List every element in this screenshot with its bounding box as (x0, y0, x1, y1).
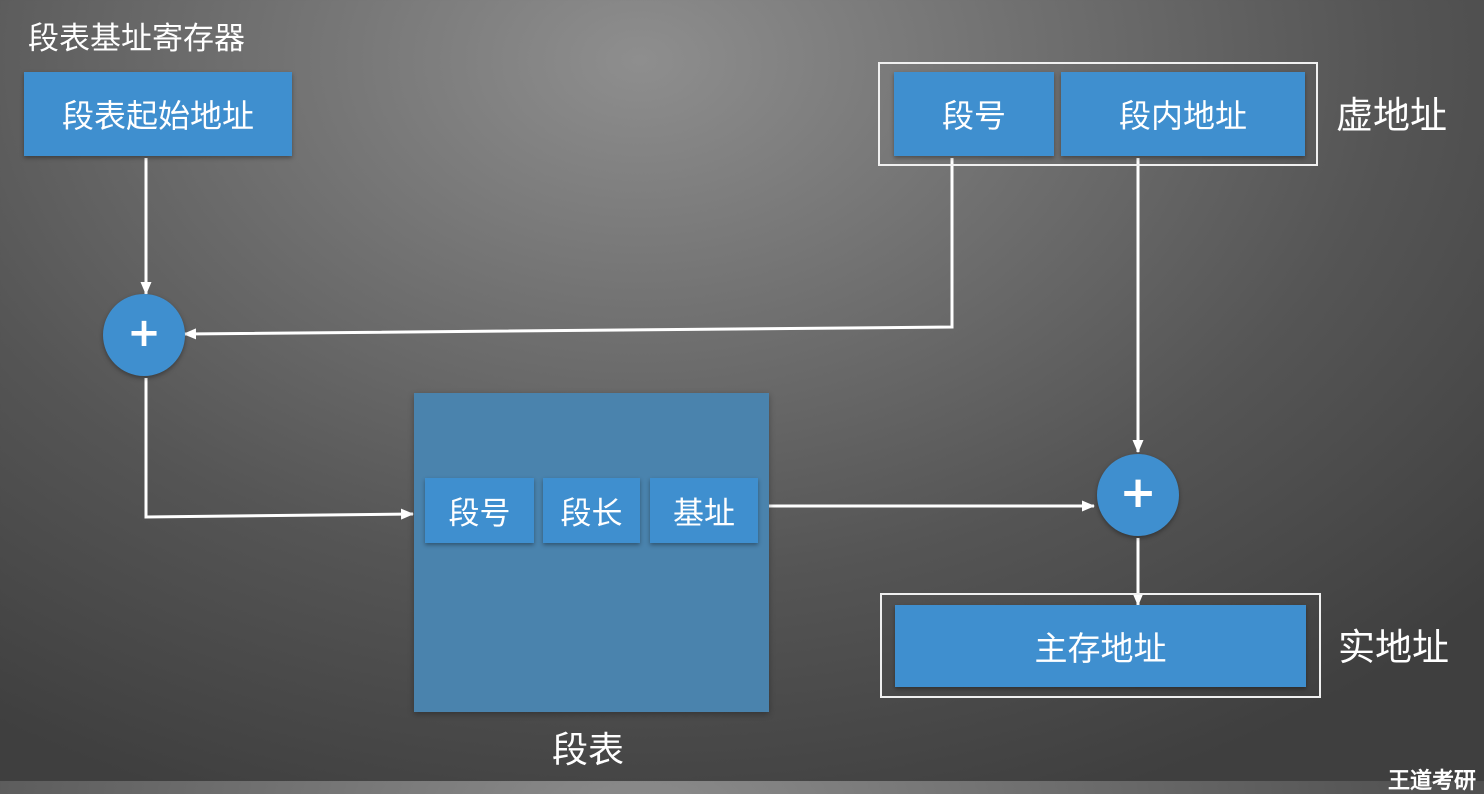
adder-left: + (103, 294, 185, 376)
register-title: 段表基址寄存器 (28, 21, 245, 57)
table-segment-number: 段号 (448, 496, 511, 532)
arrow-adder-to-table (144, 378, 414, 520)
virtual-address-frame (878, 62, 1318, 166)
register-value-box: 段表起始地址 (24, 72, 292, 156)
virtual-offset: 段内地址 (1118, 97, 1247, 135)
plus-icon: + (1119, 467, 1157, 518)
table-segment-length: 段长 (560, 496, 623, 532)
table-base-address: 基址 (673, 496, 735, 532)
virtual-segment-number: 段号 (941, 97, 1006, 135)
physical-address-box: 主存地址 (895, 605, 1306, 687)
watermark: 王道考研 (1388, 769, 1477, 794)
physical-address-value: 主存地址 (1034, 629, 1167, 668)
table-base-address-box: 基址 (650, 478, 758, 543)
virtual-offset-box: 段内地址 (1061, 72, 1305, 156)
plus-icon: + (127, 310, 161, 356)
segment-table (414, 393, 769, 712)
table-segment-number-box: 段号 (425, 478, 534, 543)
segment-table-label: 段表 (552, 730, 625, 771)
physical-address-frame (880, 593, 1321, 698)
table-segment-length-box: 段长 (543, 478, 640, 543)
adder-right: + (1097, 454, 1179, 536)
physical-address-label: 实地址 (1338, 626, 1449, 669)
register-value: 段表起始地址 (61, 97, 254, 135)
virtual-address-label: 虚地址 (1336, 94, 1447, 137)
arrow-segno-to-adder (183, 158, 954, 340)
virtual-segment-number-box: 段号 (894, 72, 1054, 156)
